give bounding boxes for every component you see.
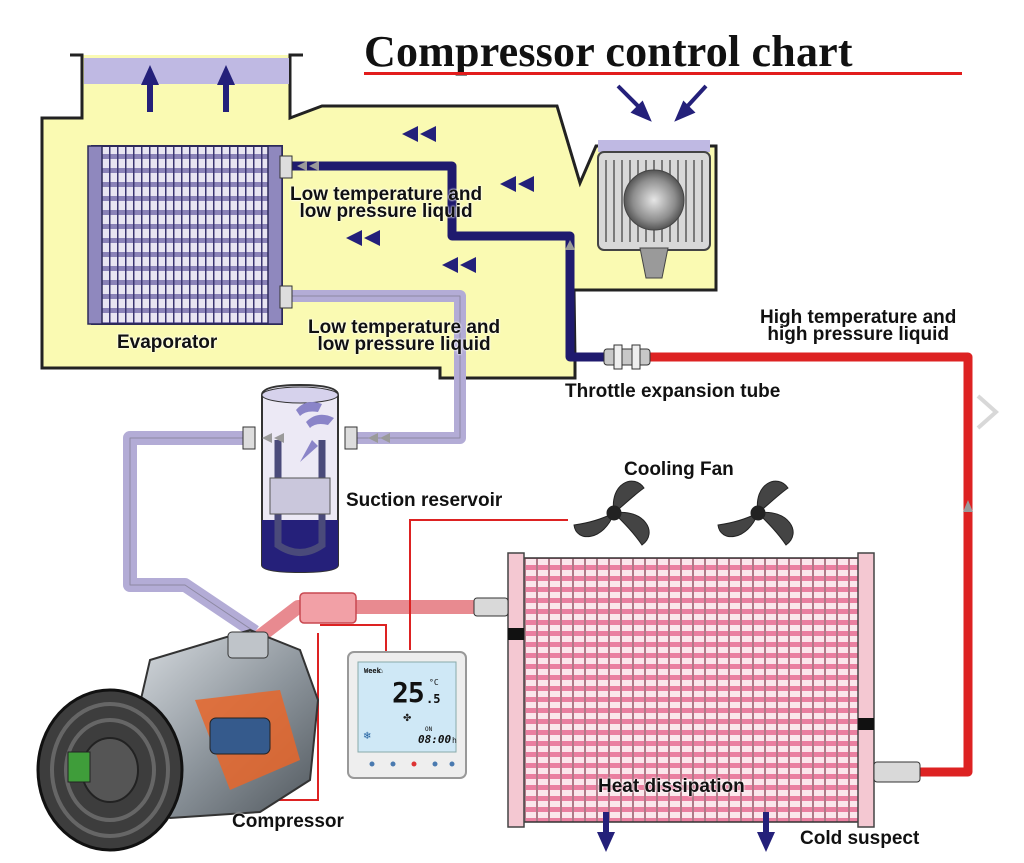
label-line: high pressure liquid bbox=[767, 324, 949, 345]
suction-reservoir bbox=[261, 383, 339, 574]
thermostat-mode: Week bbox=[364, 667, 381, 675]
cooling-fan-right bbox=[717, 480, 794, 546]
suction-line-lower bbox=[123, 431, 259, 638]
airflow-arrows bbox=[346, 126, 534, 273]
thermostat-unit: °C bbox=[429, 678, 439, 687]
thermostat-time: 08:00 bbox=[418, 733, 452, 746]
heat-arrows-down bbox=[597, 812, 775, 852]
muffler bbox=[299, 592, 357, 624]
suction-line-lower-edge bbox=[129, 437, 256, 633]
condenser-inlet-fitting bbox=[473, 597, 509, 617]
label-suction: Suction reservoir bbox=[346, 490, 503, 511]
throttle-fitting bbox=[603, 344, 651, 370]
evaporator-core bbox=[91, 145, 283, 325]
pipe-fitting bbox=[279, 155, 293, 179]
thermostat-status: ON bbox=[425, 726, 433, 733]
compressor bbox=[36, 628, 320, 852]
pipe-fitting bbox=[242, 426, 256, 450]
cooling-fan-left bbox=[573, 480, 650, 546]
condenser bbox=[507, 552, 875, 828]
evaporator-outlet-top bbox=[84, 58, 289, 84]
high-pressure-line bbox=[648, 352, 973, 777]
evaporator-side-tank bbox=[87, 145, 103, 325]
suction-line-upper bbox=[285, 290, 466, 444]
pipe-fitting bbox=[344, 426, 358, 450]
label-liquid-top: Low temperature and low pressure liquid bbox=[290, 184, 483, 222]
title-underline bbox=[364, 72, 962, 75]
snowflake-icon: ❄ bbox=[363, 731, 372, 742]
home-icon: ⌂ bbox=[378, 666, 383, 675]
label-line: Low temperature and bbox=[308, 317, 501, 338]
air-arrow-in bbox=[616, 84, 708, 122]
label-cooling-fan: Cooling Fan bbox=[624, 459, 734, 480]
label-line: low pressure liquid bbox=[299, 201, 473, 222]
label-evaporator: Evaporator bbox=[117, 332, 218, 353]
label-throttle: Throttle expansion tube bbox=[565, 381, 781, 402]
blower-fan bbox=[597, 151, 711, 279]
label-line: High temperature and bbox=[760, 307, 957, 328]
blower-inlet bbox=[598, 140, 710, 152]
evaporator-inlet-pipe bbox=[285, 161, 625, 362]
thermostat-temperature: 25 bbox=[392, 676, 425, 709]
label-cold: Cold suspect bbox=[800, 828, 920, 849]
discharge-line bbox=[250, 600, 475, 646]
refrigerant-flow-arrows bbox=[262, 161, 973, 512]
thermostat-time-suffix: h bbox=[452, 736, 457, 745]
label-high-pressure: High temperature and high pressure liqui… bbox=[760, 307, 957, 345]
reservoir-swirl-arrows bbox=[296, 402, 334, 462]
thermostat-temperature-decimal: .5 bbox=[426, 692, 441, 706]
fan-icon: ✤ bbox=[403, 713, 412, 724]
label-line: low pressure liquid bbox=[317, 334, 491, 355]
chevron-right-icon bbox=[976, 394, 1000, 430]
air-arrow-up bbox=[141, 65, 235, 112]
label-heat: Heat dissipation bbox=[598, 776, 745, 797]
label-line: Low temperature and bbox=[290, 184, 483, 205]
label-liquid-mid: Low temperature and low pressure liquid bbox=[308, 317, 501, 355]
condenser-outlet-fitting bbox=[873, 761, 921, 783]
pipe-fitting bbox=[279, 285, 293, 309]
label-compressor: Compressor bbox=[232, 811, 344, 832]
evaporator-side-tank bbox=[267, 145, 283, 325]
suction-line-upper-edge bbox=[285, 295, 461, 439]
page-title: Compressor control chart bbox=[364, 27, 853, 76]
thermostat bbox=[347, 651, 467, 779]
